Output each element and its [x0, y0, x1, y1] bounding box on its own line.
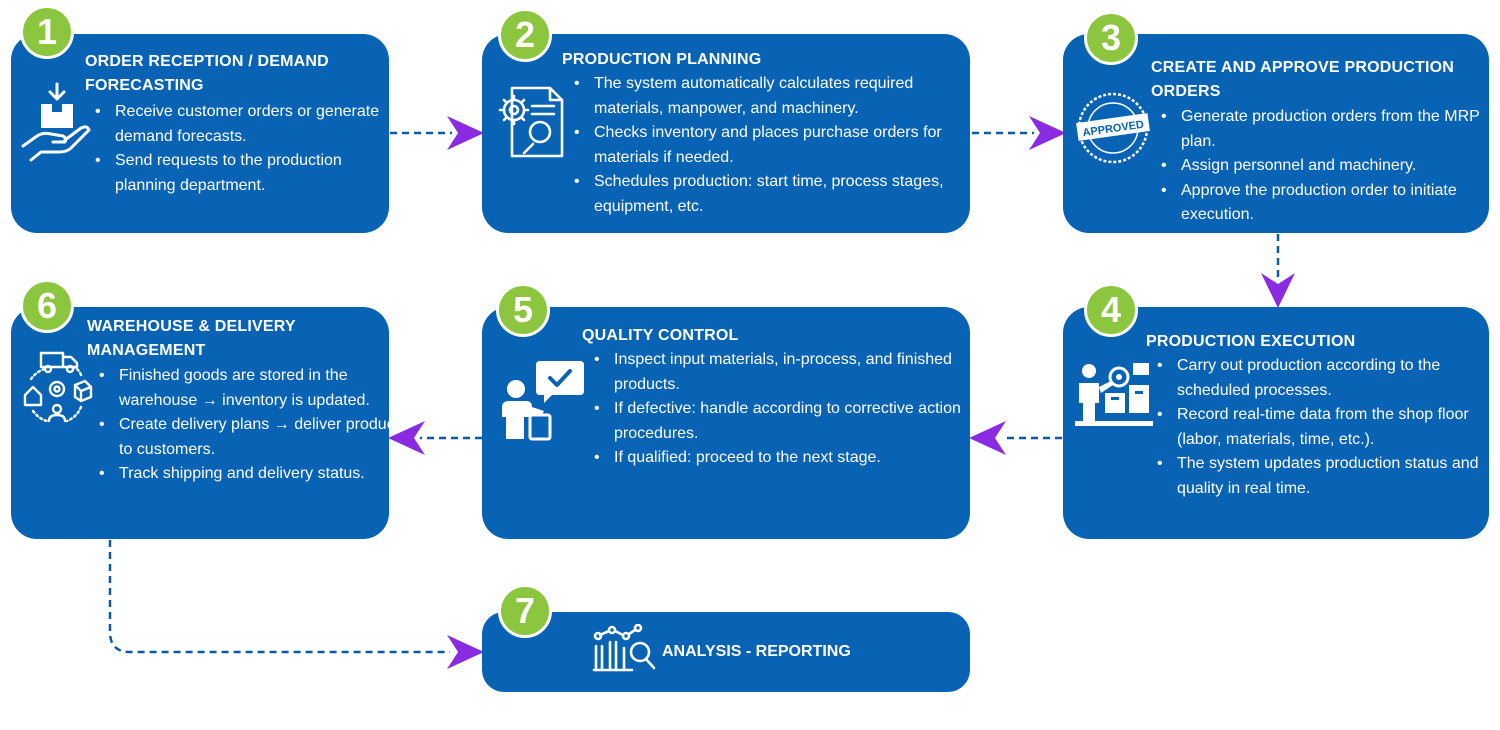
step-5-bullet: Inspect input materials, in-process, and…: [594, 348, 974, 397]
step-6-bullet: Finished goods are stored in the warehou…: [99, 364, 409, 413]
step-2-card: PRODUCTION PLANNING The system automatic…: [482, 34, 970, 233]
step-7-title: ANALYSIS - REPORTING: [662, 643, 851, 660]
arrowhead-1-2: [447, 116, 484, 150]
step-7-card: ANALYSIS - REPORTING: [482, 612, 970, 692]
step-5-bullet: If defective: handle according to correc…: [594, 397, 974, 446]
arrowhead-2-3: [1029, 116, 1066, 150]
step-6-bullet: Create delivery plans → deliver products…: [99, 413, 409, 462]
step-2-bullets: The system automatically calculates requ…: [572, 72, 984, 219]
arrowhead-6-7: [447, 635, 484, 669]
step-5-card: QUALITY CONTROL Inspect input materials,…: [482, 307, 970, 539]
step-1-card: ORDER RECEPTION / DEMAND FORECASTING Rec…: [11, 34, 389, 233]
step-6-badge: 6: [20, 279, 74, 333]
step-3-bullet: Generate production orders from the MRP …: [1161, 105, 1500, 154]
step-4-bullet: Carry out production according to the sc…: [1157, 354, 1499, 403]
step-4-badge: 4: [1084, 283, 1138, 337]
step-6-bullets: Finished goods are stored in the warehou…: [97, 364, 409, 487]
step-1-bullet: Receive customer orders or generate dema…: [95, 100, 405, 149]
step-3-bullet: Assign personnel and machinery.: [1161, 154, 1500, 179]
step-2-bullet: Checks inventory and places purchase ord…: [574, 121, 984, 170]
step-1-bullet: Send requests to the production planning…: [95, 149, 405, 198]
step-1-title: ORDER RECEPTION / DEMAND FORECASTING: [85, 53, 329, 94]
connector-6-7: [108, 540, 450, 654]
step-6-title: WAREHOUSE & DELIVERY MANAGEMENT: [87, 318, 296, 359]
chart-analysis-icon: [592, 623, 656, 677]
worker-factory-icon: [1075, 359, 1153, 434]
arrowhead-3-4: [1261, 273, 1295, 308]
step-2-badge: 2: [498, 8, 552, 62]
step-6-bullet: Track shipping and delivery status.: [99, 462, 409, 487]
step-5-bullet: If qualified: proceed to the next stage.: [594, 446, 974, 471]
step-4-bullet: Record real-time data from the shop floo…: [1157, 403, 1499, 452]
step-3-title: CREATE AND APPROVE PRODUCTION ORDERS: [1151, 59, 1455, 100]
step-1-badge: 1: [20, 5, 74, 59]
approved-stamp-icon: APPROVED: [1075, 90, 1151, 171]
step-4-card: PRODUCTION EXECUTION Carry out productio…: [1063, 307, 1489, 539]
arrowhead-4-5: [969, 421, 1006, 455]
step-3-badge: 3: [1084, 11, 1138, 65]
step-3-bullet: Approve the production order to initiate…: [1161, 179, 1500, 228]
step-4-title: PRODUCTION EXECUTION: [1146, 333, 1356, 350]
step-7-badge: 7: [498, 584, 552, 638]
logistics-network-icon: [21, 349, 93, 430]
step-5-title: QUALITY CONTROL: [582, 327, 739, 344]
step-2-bullet: The system automatically calculates requ…: [574, 72, 984, 121]
step-4-bullet: The system updates production status and…: [1157, 452, 1499, 501]
step-2-title: PRODUCTION PLANNING: [562, 51, 762, 68]
step-4-bullets: Carry out production according to the sc…: [1155, 354, 1499, 501]
step-3-card: CREATE AND APPROVE PRODUCTION ORDERS APP…: [1063, 34, 1489, 233]
step-6-card: WAREHOUSE & DELIVERY MANAGEMENT Finished…: [11, 307, 407, 539]
step-1-bullets: Receive customer orders or generate dema…: [93, 100, 405, 198]
hand-box-icon: [19, 82, 95, 169]
document-gear-search-icon: [498, 84, 568, 165]
step-5-bullets: Inspect input materials, in-process, and…: [592, 348, 974, 471]
step-3-bullets: Generate production orders from the MRP …: [1159, 105, 1500, 228]
step-2-bullet: Schedules production: start time, proces…: [574, 170, 984, 219]
step-5-badge: 5: [496, 283, 550, 337]
inspector-check-icon: [500, 359, 584, 448]
